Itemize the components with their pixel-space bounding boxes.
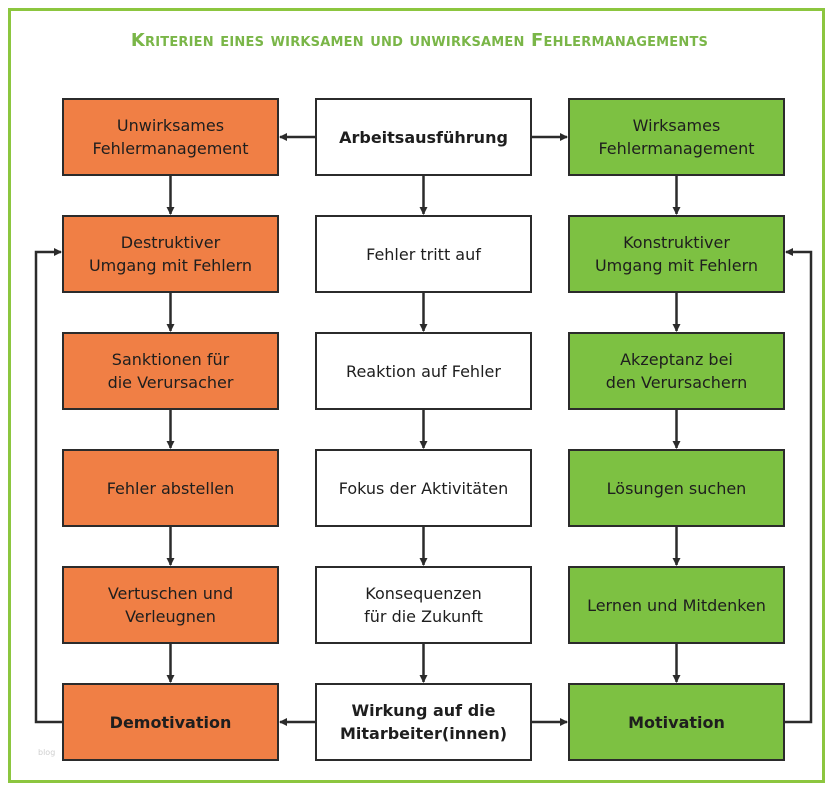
box-right-2: Konstruktiver Umgang mit Fehlern bbox=[568, 215, 785, 293]
box-center-6: Wirkung auf die Mitarbeiter(innen) bbox=[315, 683, 532, 761]
feedback-arrow-right bbox=[785, 248, 813, 724]
box-right-6: Motivation bbox=[568, 683, 785, 761]
feedback-arrow-left bbox=[34, 248, 62, 724]
box-left-2: Destruktiver Umgang mit Fehlern bbox=[62, 215, 279, 293]
watermark: blog bbox=[38, 748, 56, 757]
box-left-5: Vertuschen und Verleugnen bbox=[62, 566, 279, 644]
box-center-2: Fehler tritt auf bbox=[315, 215, 532, 293]
box-center-3: Reaktion auf Fehler bbox=[315, 332, 532, 410]
box-right-5: Lernen und Mitdenken bbox=[568, 566, 785, 644]
box-center-1: Arbeitsausführung bbox=[315, 98, 532, 176]
box-left-4: Fehler abstellen bbox=[62, 449, 279, 527]
box-left-1: Unwirksames Fehlermanagement bbox=[62, 98, 279, 176]
box-right-3: Akzeptanz bei den Verursachern bbox=[568, 332, 785, 410]
box-left-6: Demotivation bbox=[62, 683, 279, 761]
diagram-title: Kriterien eines wirksamen und unwirksame… bbox=[130, 30, 709, 51]
box-left-3: Sanktionen für die Verursacher bbox=[62, 332, 279, 410]
box-right-4: Lösungen suchen bbox=[568, 449, 785, 527]
box-right-1: Wirksames Fehlermanagement bbox=[568, 98, 785, 176]
box-center-5: Konsequenzen für die Zukunft bbox=[315, 566, 532, 644]
box-center-4: Fokus der Aktivitäten bbox=[315, 449, 532, 527]
